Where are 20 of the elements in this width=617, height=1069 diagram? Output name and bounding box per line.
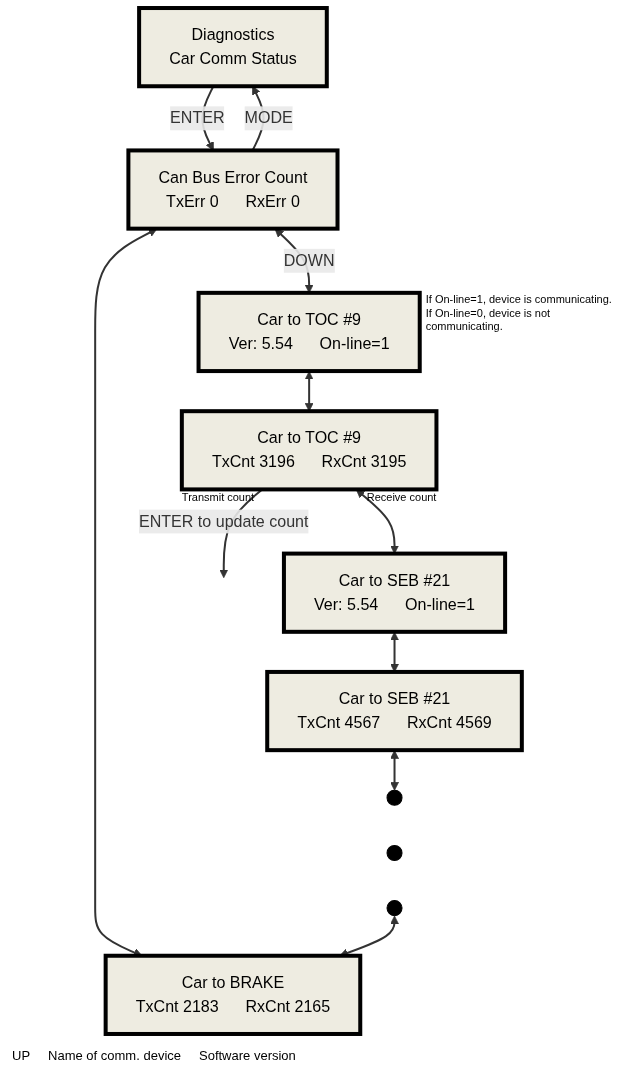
node-box: Car to TOC #9 Ver: 5.54 On-line=1 xyxy=(196,290,422,374)
edge-label: ENTER xyxy=(170,109,225,127)
note-text: Name of comm. device xyxy=(48,1048,181,1063)
node-box: Car to TOC #9 TxCnt 3196 RxCnt 3195 xyxy=(179,409,439,492)
note-text: Software version xyxy=(199,1048,296,1063)
edge-label: DOWN xyxy=(283,251,335,269)
annotation-text: Transmit count xyxy=(181,491,255,506)
node-box: Diagnostics Car Comm Status xyxy=(137,6,329,89)
node-box: Car to SEB #21 TxCnt 4567 RxCnt 4569 xyxy=(265,669,524,753)
node-box: Car to SEB #21 Ver: 5.54 On-line=1 xyxy=(281,551,508,634)
node-circle xyxy=(386,789,403,806)
annotation-text: If On-line=1, device is communicating. If On-line=0, device is not communicating. xyxy=(425,292,613,335)
note-text: UP xyxy=(12,1048,31,1063)
edge-label: ENTER to update count xyxy=(139,512,309,530)
node-box: Car to BRAKE TxCnt 2183 RxCnt 2165 xyxy=(103,953,363,1036)
annotation-text: Receive count xyxy=(366,491,437,506)
edge-label: MODE xyxy=(244,109,293,127)
node-circle xyxy=(386,900,403,917)
node-box: Can Bus Error Count TxErr 0 RxErr 0 xyxy=(126,148,340,231)
node-circle xyxy=(386,844,403,861)
